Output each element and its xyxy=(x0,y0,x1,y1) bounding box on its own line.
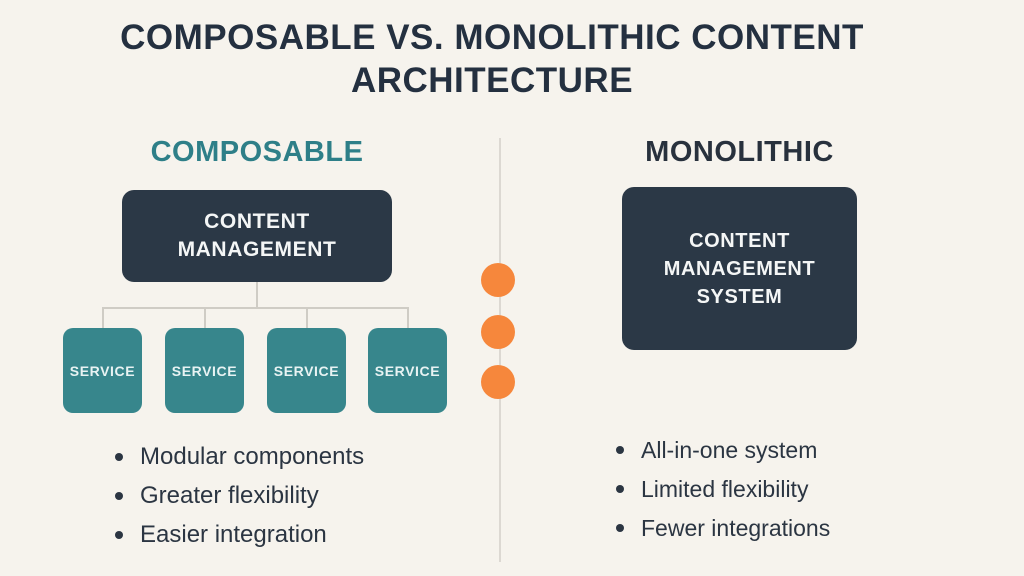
monolithic-bullet-list: All-in-one system Limited flexibility Fe… xyxy=(614,437,830,554)
composable-bullet-list: Modular components Greater flexibility E… xyxy=(113,444,364,561)
page-title: COMPOSABLE VS. MONOLITHIC CONTENT ARCHIT… xyxy=(0,16,984,102)
list-item: Modular components xyxy=(113,444,364,470)
list-item: Limited flexibility xyxy=(614,476,830,502)
service-box-4-label: SERVICE xyxy=(374,362,441,379)
composable-heading: COMPOSABLE xyxy=(150,136,364,168)
service-box-4: SERVICE xyxy=(368,328,447,413)
list-item: Fewer integrations xyxy=(614,515,830,541)
list-item: Easier integration xyxy=(113,522,364,548)
list-item: All-in-one system xyxy=(614,437,830,463)
monolithic-heading: MONOLITHIC xyxy=(645,136,834,168)
divider-dot-icon xyxy=(481,365,515,399)
page-title-line2: ARCHITECTURE xyxy=(350,61,634,100)
divider-dot-icon xyxy=(481,315,515,349)
connector-drop-1 xyxy=(102,308,104,329)
center-divider-line xyxy=(499,138,501,562)
connector-horizontal-bar xyxy=(102,307,409,309)
content-management-box-label: CONTENT MANAGEMENT xyxy=(177,210,337,261)
page-title-line1: COMPOSABLE VS. MONOLITHIC CONTENT xyxy=(120,18,864,57)
service-box-3: SERVICE xyxy=(267,328,346,413)
content-management-system-box-label: CONTENT MANAGEMENT SYSTEM xyxy=(663,229,816,308)
connector-drop-4 xyxy=(407,308,409,329)
service-box-1: SERVICE xyxy=(63,328,142,413)
connector-drop-2 xyxy=(204,308,206,329)
service-box-1-label: SERVICE xyxy=(69,362,136,379)
service-box-3-label: SERVICE xyxy=(273,362,340,379)
connector-drop-3 xyxy=(306,308,308,329)
content-management-system-box: CONTENT MANAGEMENT SYSTEM xyxy=(622,187,857,350)
content-management-box: CONTENT MANAGEMENT xyxy=(122,190,392,282)
divider-dot-icon xyxy=(481,263,515,297)
connector-stem xyxy=(256,282,258,308)
list-item: Greater flexibility xyxy=(113,483,364,509)
service-box-2-label: SERVICE xyxy=(171,362,238,379)
service-box-2: SERVICE xyxy=(165,328,244,413)
